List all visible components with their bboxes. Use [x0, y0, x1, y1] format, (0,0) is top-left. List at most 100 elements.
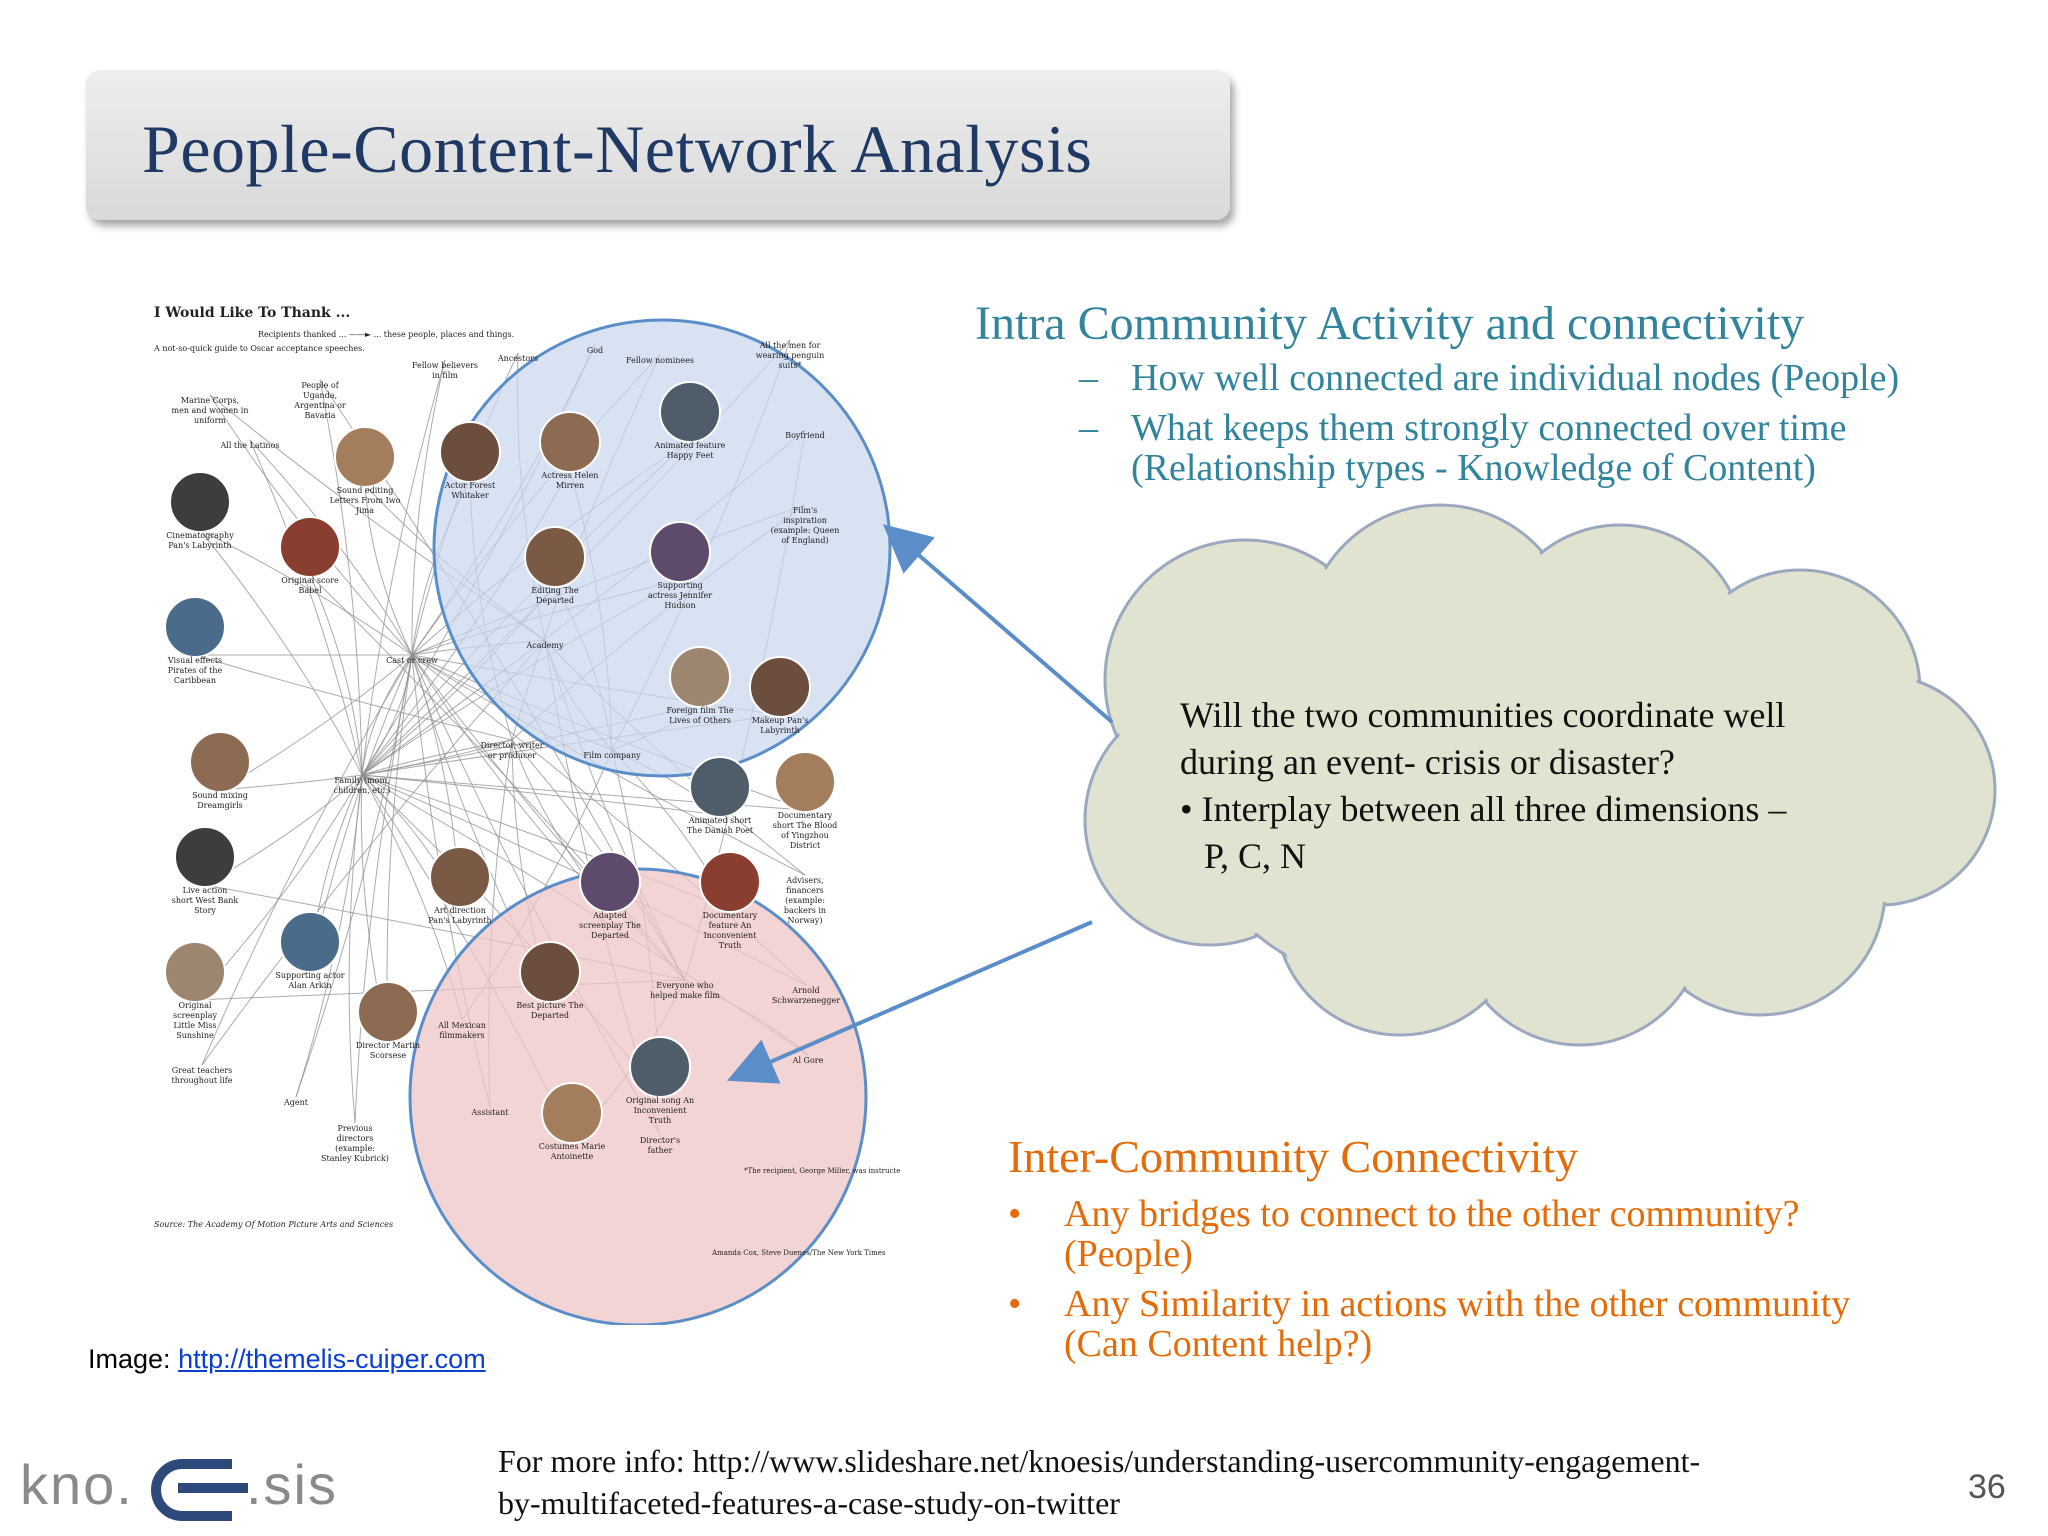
cloud-line: Will the two communities coordinate well: [1180, 695, 1786, 735]
network-node-label: Agent: [283, 1098, 309, 1107]
page-number: 36: [1968, 1468, 2006, 1506]
portraits: [164, 381, 836, 1144]
network-edge: [361, 739, 513, 776]
network-node-label: Film company: [583, 751, 641, 760]
dash-bullet: –: [1079, 407, 1098, 449]
network-edge: [364, 484, 413, 656]
dash-bullet: –: [1079, 357, 1098, 399]
intra-point: What keeps them strongly connected over …: [1131, 407, 1847, 449]
network-node-label: All the Latinos: [219, 441, 279, 450]
portrait-photo: [439, 421, 501, 483]
portrait-photo: [579, 851, 641, 913]
portrait-photo: [279, 516, 341, 578]
inter-heading: Inter-Community Connectivity: [1008, 1131, 1579, 1182]
portrait-photo: [519, 941, 581, 1003]
intra-point: How well connected are individual nodes …: [1131, 357, 1900, 399]
portrait-photo: [164, 596, 226, 658]
portrait-photo: [169, 471, 231, 533]
logo-e-mark: [151, 1459, 248, 1521]
figure-credit: Amanda Cox, Steve Duenes/The New York Ti…: [711, 1249, 886, 1257]
network-node-label: Fellow nominees: [626, 356, 694, 365]
network-edge: [319, 379, 363, 776]
portrait-photo: [749, 656, 811, 718]
network-node-label: Assistant: [470, 1108, 509, 1117]
intra-heading: Intra Community Activity and connectivit…: [975, 297, 1805, 350]
figure-subtitle: A not-so-quick guide to Oscar acceptance…: [153, 344, 365, 353]
intra-community-section: Intra Community Activity and connectivit…: [975, 296, 1899, 489]
network-node-label: Cast or crew: [386, 656, 438, 665]
network-edge: [249, 439, 363, 776]
image-credit-link[interactable]: http://themelis-cuiper.com: [178, 1344, 486, 1374]
arrow-to-lower-community: [726, 920, 1093, 1084]
figure-source: Source: The Academy Of Motion Picture Ar…: [154, 1220, 393, 1229]
intra-point-continuation: (Relationship types - Knowledge of Conte…: [1131, 447, 1816, 489]
title-box: People-Content-Network Analysis: [86, 70, 1230, 220]
portrait-photo: [659, 381, 721, 443]
portrait-photo: [689, 756, 751, 818]
cloud-text: Will the two communities coordinate well…: [1180, 692, 1786, 880]
inter-point-continuation: (People): [1064, 1233, 1193, 1275]
network-edge: [348, 774, 363, 1124]
network-edge: [361, 359, 446, 776]
portrait-photo: [629, 1036, 691, 1098]
bullet: •: [1008, 1283, 1022, 1325]
network-node-label: God: [587, 346, 603, 355]
network-edge: [194, 654, 513, 741]
network-edge: [201, 654, 413, 1066]
image-credit: Image: http://themelis-cuiper.com: [88, 1344, 486, 1375]
cloud-line: • Interplay between all three dimensions…: [1180, 789, 1787, 829]
network-edge: [199, 529, 363, 776]
network-node-label: Ancestors: [497, 354, 538, 363]
portrait-photo: [669, 646, 731, 708]
svg-text:kno.: kno.: [20, 1453, 134, 1516]
network-edge: [219, 774, 363, 791]
footer-line: by-multifaceted-features-a-case-study-on…: [498, 1485, 1120, 1521]
network-edge: [361, 774, 721, 816]
slide-title: People-Content-Network Analysis: [142, 111, 1093, 187]
portrait-photo: [164, 941, 226, 1003]
cloud-line: during an event- crisis or disaster?: [1180, 742, 1675, 782]
network-edge: [354, 654, 413, 1124]
arrow-to-upper-community: [882, 524, 1114, 724]
inter-point-continuation: (Can Content help?): [1064, 1323, 1373, 1365]
network-edge: [411, 359, 446, 656]
portrait-photo: [524, 526, 586, 588]
network-node-label: Academy: [526, 641, 564, 650]
portrait-photo: [429, 846, 491, 908]
bullet: •: [1008, 1193, 1022, 1235]
cloud-line: P, C, N: [1204, 836, 1307, 876]
